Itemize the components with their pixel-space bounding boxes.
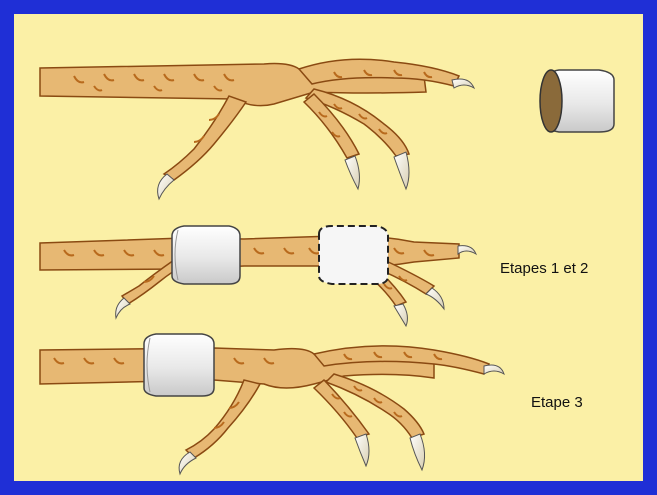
bandage-ring-piece xyxy=(540,70,614,132)
bird-foot-figure-2 xyxy=(40,226,476,326)
bandage-ring-dashed xyxy=(319,226,388,284)
illustration-panel: Etapes 1 et 2 Etape 3 xyxy=(14,14,643,481)
label-step-3: Etape 3 xyxy=(531,394,583,411)
bird-foot-figure-1 xyxy=(40,59,474,199)
bird-foot-figure-3 xyxy=(40,334,504,474)
bandage-ring-solid xyxy=(172,226,240,284)
bandage-ring-final xyxy=(144,334,214,396)
label-steps-1-2: Etapes 1 et 2 xyxy=(500,260,588,277)
